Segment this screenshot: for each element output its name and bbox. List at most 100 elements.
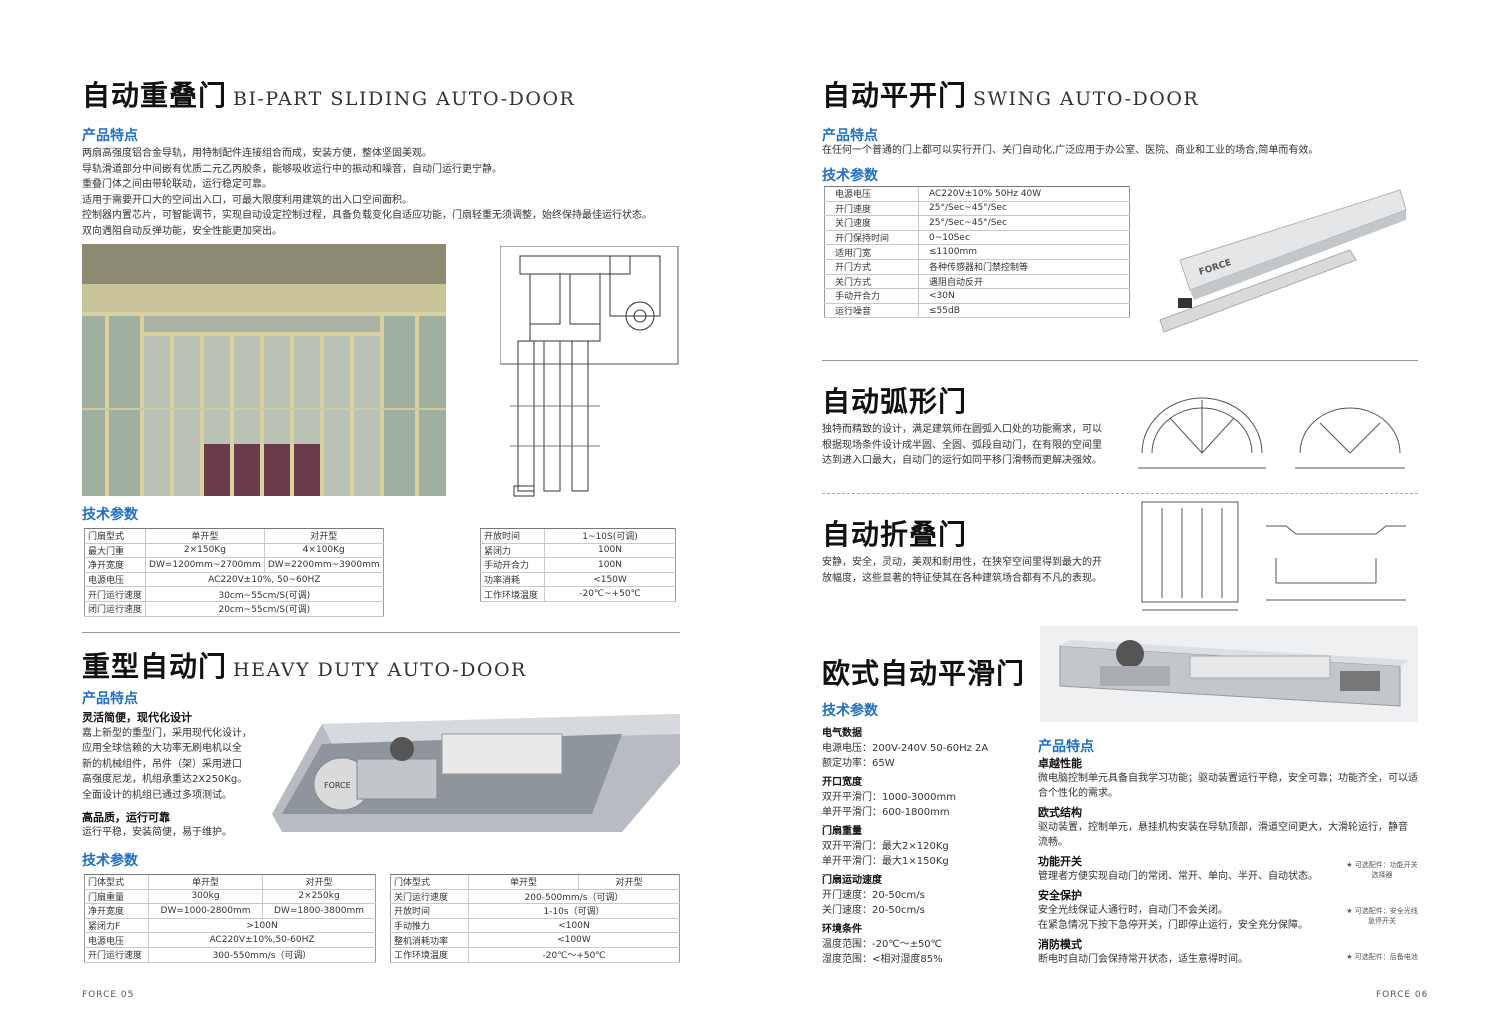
header-cell: 对开型 (262, 874, 376, 890)
table-cell: 25°/Sec~45°/Sec (918, 215, 1130, 231)
table-cell: 手动推力 (390, 918, 469, 934)
spec-line: 单开平滑门：最大1×150Kg (822, 856, 949, 867)
table-cell: 1-10s（可调） (468, 903, 680, 919)
table-cell: 工作环境温度 (390, 947, 469, 963)
spec-line: 电源电压：200V-240V 50-60Hz 2A (822, 743, 989, 754)
table-cell: 200-500mm/s（可调） (468, 889, 680, 905)
table-cell: 关门速度 (824, 215, 919, 231)
swing-features-text: 在任何一个普通的门上都可以实行开门、关门自动化,广泛应用于办公室、医院、商业和工… (822, 145, 1319, 156)
table-cell: 4×100Kg (263, 543, 384, 559)
table-row: 手动推力<100N (390, 918, 680, 934)
table-cell: 运行噪音 (824, 303, 919, 319)
heavy-features: 灵活简便，现代化设计 嘉上新型的重型门，采用现代化设计， 应用全球信赖的大功率无… (82, 710, 252, 841)
table-cell: <30N (918, 288, 1130, 304)
bipart-features-heading: 产品特点 (82, 128, 138, 144)
feature-line: 运行平稳，安装简便，易于维护。 (82, 827, 232, 839)
note-line: 急停开关 (1368, 917, 1396, 925)
table-cell: DW=1000-2800mm (148, 903, 263, 919)
table-cell: 100N (544, 543, 676, 559)
table-row: 功率消耗<150W (480, 572, 676, 588)
header-cell: 单开型 (148, 874, 263, 890)
feature-line: 全面设计的机组已通过多项测试。 (82, 789, 232, 801)
text-line: 独特而精致的设计，满足建筑师在圆弧入口处的功能需求，可以 (822, 424, 1102, 435)
section-divider (822, 493, 1418, 494)
feature-heading: 欧式结构 (1038, 806, 1082, 819)
table-cell: 电源电压 (83, 572, 146, 588)
feature-line: 两扇高强度铝合金导轨，用特制配件连接组合而成，安装方便，整体坚固美观。 (82, 148, 432, 159)
feature-line: 新的机械组件，吊件（架）采用进口 (82, 758, 242, 770)
table-row: 适用门宽≤1100mm (824, 244, 1130, 260)
table-cell: <100N (468, 918, 680, 934)
table-cell: 各种传感器和门禁控制等 (918, 259, 1130, 275)
euro-specs: 电气数据 电源电压：200V-240V 50-60Hz 2A 额定功率：65W … (822, 726, 988, 967)
arc-door-text: 独特而精致的设计，满足建筑师在圆弧入口处的功能需求，可以 根据现场条件设计成半圆… (822, 422, 1102, 469)
folding-door-drawing (1136, 498, 1416, 618)
header-cell: 门扇型式 (83, 528, 146, 544)
folding-door-title: 自动折叠门 (822, 518, 968, 551)
heavy-features-heading: 产品特点 (82, 691, 138, 707)
heavy-spec-heading: 技术参数 (82, 853, 138, 869)
feature-line: 流畅。 (1038, 837, 1068, 848)
left-page-footer: FORCE 05 (82, 990, 135, 1000)
table-cell: 开门保持时间 (824, 230, 919, 246)
table-cell: 1~10S(可调) (544, 528, 676, 544)
table-cell: 最大门重 (83, 543, 146, 559)
spec-line: 额定功率：65W (822, 758, 895, 769)
table-cell: DW=1800-3800mm (262, 903, 376, 919)
spec-line: 单开平滑门：600-1800mm (822, 807, 950, 818)
folding-door-text: 安静，安全，灵动，美观和耐用性，在狭窄空间里得到最大的开 放幅度，这些显著的特征… (822, 555, 1102, 586)
feature-line: 断电时自动门会保持常开状态，适生意得时间。 (1038, 954, 1248, 965)
header-cell: 对开型 (578, 874, 680, 890)
spec-heading: 门扇重量 (822, 826, 862, 837)
spec-line: 湿度范围：<相对湿度85% (822, 954, 943, 965)
bipart-spec-heading: 技术参数 (82, 507, 138, 523)
arc-door-title: 自动弧形门 (822, 385, 968, 418)
table-cell: 手动开合力 (480, 557, 545, 573)
feature-subheading: 高品质，运行可靠 (82, 810, 170, 824)
table-row: 开门方式各种传感器和门禁控制等 (824, 259, 1130, 275)
table-cell: 关门运行速度 (390, 889, 469, 905)
spec-line: 关门速度：20-50cm/s (822, 905, 925, 916)
text-line: 安静，安全，灵动，美观和耐用性，在狭窄空间里得到最大的开 (822, 557, 1102, 568)
feature-heading: 安全保护 (1038, 889, 1082, 902)
table-cell: 紧闭力 (480, 543, 545, 559)
table-cell: 20cm~55cm/S(可调) (145, 601, 384, 617)
brand-logo-text: FORCE (324, 781, 351, 790)
table-cell: <150W (544, 572, 676, 588)
table-cell: 电源电压 (824, 186, 919, 202)
header-cell: 单开型 (145, 528, 265, 544)
table-cell: 100N (544, 557, 676, 573)
euro-features-heading: 产品特点 (1038, 739, 1094, 755)
feature-line: 在紧急情况下按下急停开关，门即停止运行，安全充分保障。 (1038, 920, 1308, 931)
table-cell: 闭门运行速度 (83, 601, 146, 617)
table-cell: -20℃～+50℃ (468, 947, 680, 963)
table-cell: DW=2200mm~3900mm (263, 557, 384, 573)
table-cell: <100W (468, 932, 680, 948)
feature-line: 控制器内置芯片，可智能调节，实现自动设定控制过程，具备负载变化自适应功能，门扇轻… (82, 210, 652, 222)
feature-line: 微电脑控制单元具备自我学习功能；驱动装置运行平稳，安全可靠；功能齐全，可以适 (1038, 773, 1418, 784)
table-cell: ≤55dB (918, 303, 1130, 319)
table-cell: 关门方式 (824, 274, 919, 290)
table-row: 工作环境温度-20℃～+50℃ (390, 947, 680, 963)
table-cell: 开放时间 (480, 528, 545, 544)
note-line: ★ 可选配件：后备电池 (1346, 953, 1418, 961)
spec-heading: 环境条件 (822, 924, 862, 935)
feature-heading: 消防模式 (1038, 938, 1082, 951)
spec-heading: 电气数据 (822, 728, 862, 739)
table-cell: 0~10Sec (918, 230, 1130, 246)
